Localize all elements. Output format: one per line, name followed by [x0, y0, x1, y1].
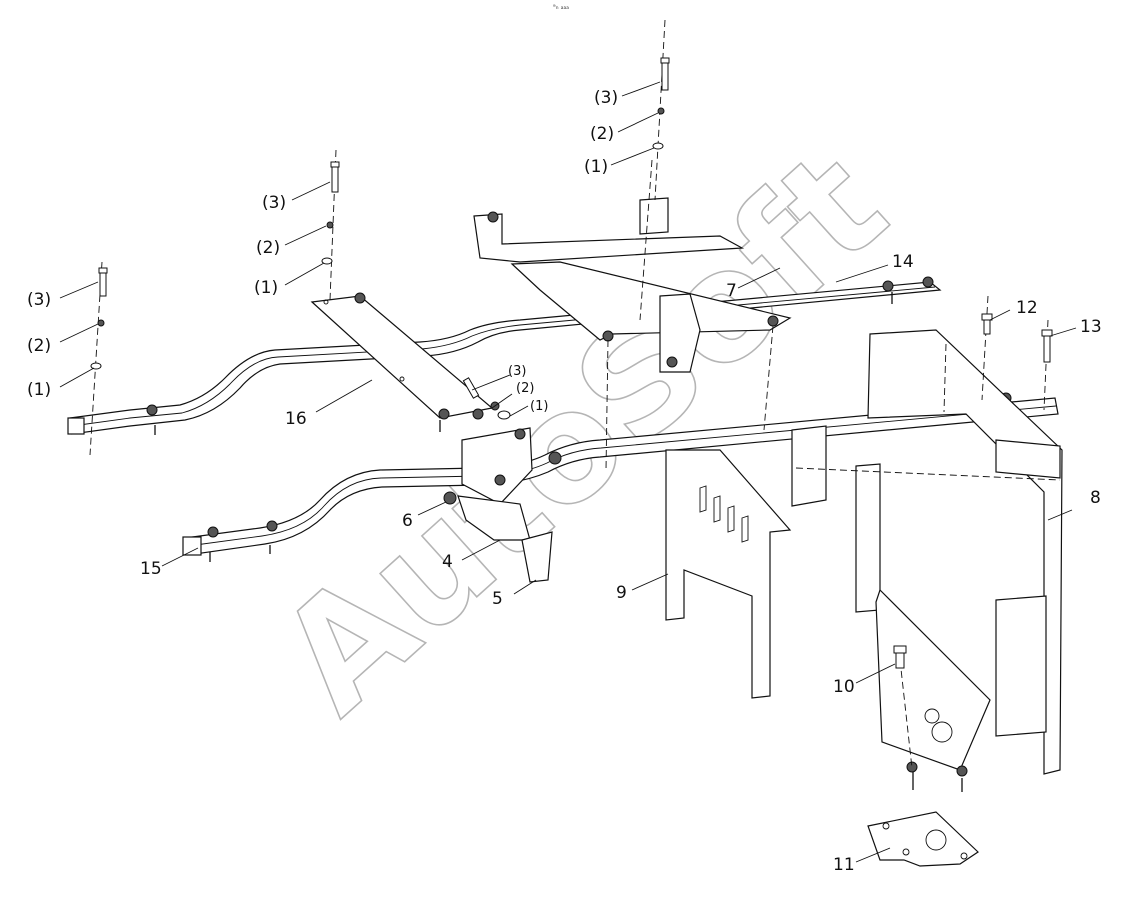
label-part-15: 15: [140, 559, 162, 579]
leader-lines: [59, 81, 1077, 863]
plate-11: [867, 811, 979, 867]
guide-line: [639, 159, 653, 321]
label-w4-3: (3): [508, 364, 526, 379]
label-w2-2: (2): [256, 238, 280, 258]
label-w1-3: (3): [27, 290, 51, 310]
label-part-4: 4: [442, 552, 453, 572]
label-part-11: 11: [833, 855, 855, 875]
guide-line: [763, 325, 774, 431]
label-w1-1: (1): [27, 380, 51, 400]
hardware-stack-4: [462, 377, 511, 420]
frame-8: [855, 329, 1063, 792]
label-part-5: 5: [492, 589, 503, 609]
label-w3-2: (2): [590, 124, 614, 144]
label-part-8: 8: [1090, 488, 1101, 508]
label-part-7: 7: [726, 281, 737, 301]
header-mark: ᵃₙ ₐₐₐ: [553, 3, 569, 11]
label-part-12: 12: [1016, 298, 1038, 318]
callout-labels: (3) (2) (1) (3) (2) (1) (3) (2) (1) (3) …: [27, 88, 1102, 875]
guide-line: [795, 467, 1061, 481]
label-part-16: 16: [285, 409, 307, 429]
plate-16: [310, 292, 494, 432]
hardware-stack-3: [652, 19, 670, 201]
label-w4-2: (2): [516, 381, 534, 396]
guide-line: [943, 343, 947, 413]
label-part-10: 10: [833, 677, 855, 697]
plate-9: [665, 425, 827, 699]
hardware-stack-2: [321, 149, 340, 301]
label-w3-1: (1): [584, 157, 608, 177]
label-w2-1: (1): [254, 278, 278, 298]
label-w2-3: (3): [262, 193, 286, 213]
hardware-stack-1: [89, 261, 108, 456]
label-w3-3: (3): [594, 88, 618, 108]
label-w4-1: (1): [530, 399, 548, 414]
label-w1-2: (2): [27, 336, 51, 356]
label-part-13: 13: [1080, 317, 1102, 337]
label-part-6: 6: [402, 511, 413, 531]
label-part-14: 14: [892, 252, 914, 272]
label-part-9: 9: [616, 583, 627, 603]
top-bracket: [473, 197, 792, 373]
bolts-12-13-10: [893, 295, 1053, 669]
bracket-4-5-6: [443, 427, 553, 583]
